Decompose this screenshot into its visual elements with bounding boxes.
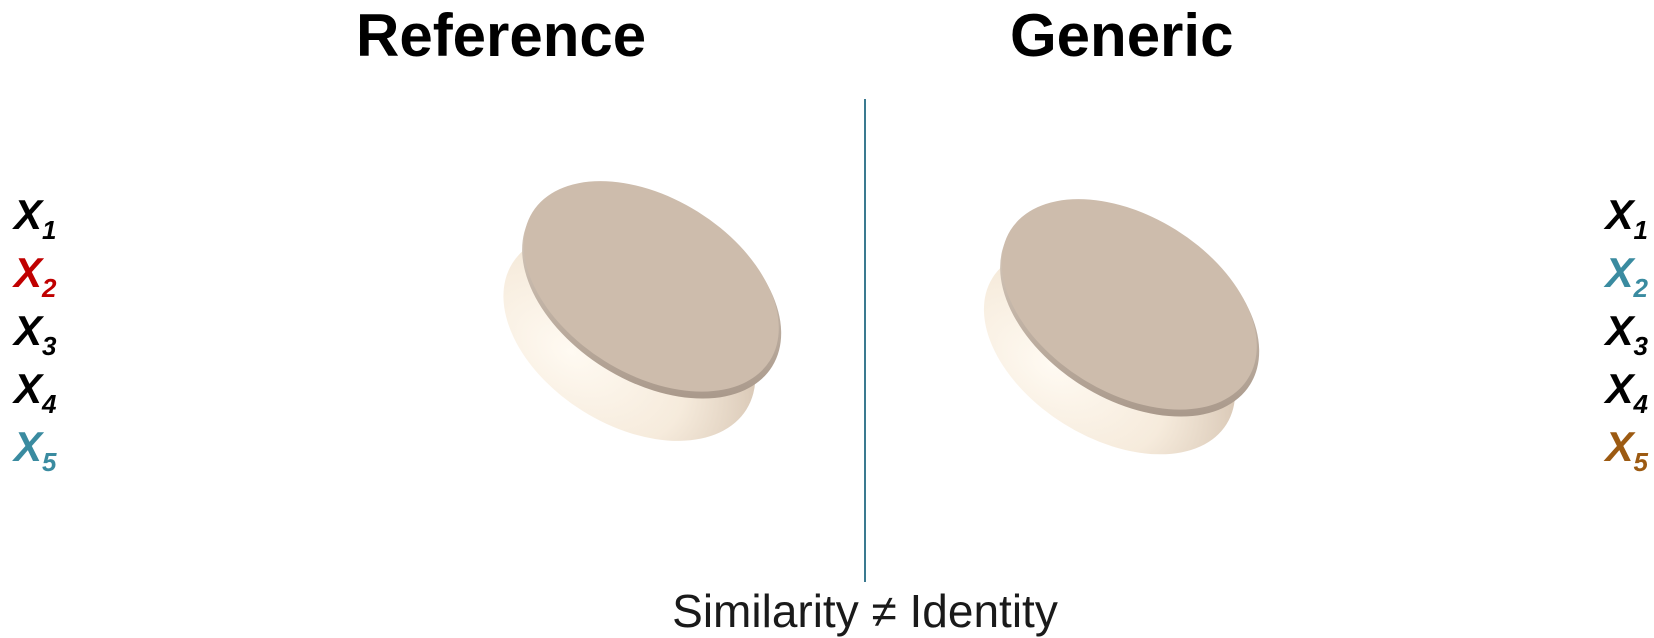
similarity-caption: Similarity ≠ Identity xyxy=(672,585,1058,637)
reference-variable-list: X1 X2 X3 X4 X5 xyxy=(14,186,56,476)
generic-variable-list: X1 X2 X3 X4 X5 xyxy=(1606,186,1648,476)
variable-item: X1 xyxy=(1605,191,1648,245)
variable-item: X5 xyxy=(1605,423,1648,477)
variable-item: X4 xyxy=(14,365,57,419)
variable-item: X3 xyxy=(14,307,57,361)
generic-tablet-image xyxy=(983,199,1260,455)
generic-title: Generic xyxy=(1010,2,1234,69)
reference-tablet-image xyxy=(503,181,782,441)
variable-item: X1 xyxy=(14,191,57,245)
variable-item: X2 xyxy=(14,249,57,303)
reference-title: Reference xyxy=(356,2,647,69)
center-divider xyxy=(864,99,866,582)
variable-item: X2 xyxy=(1605,249,1648,303)
variable-item: X3 xyxy=(1605,307,1648,361)
variable-item: X5 xyxy=(14,423,57,477)
variable-item: X4 xyxy=(1605,365,1648,419)
